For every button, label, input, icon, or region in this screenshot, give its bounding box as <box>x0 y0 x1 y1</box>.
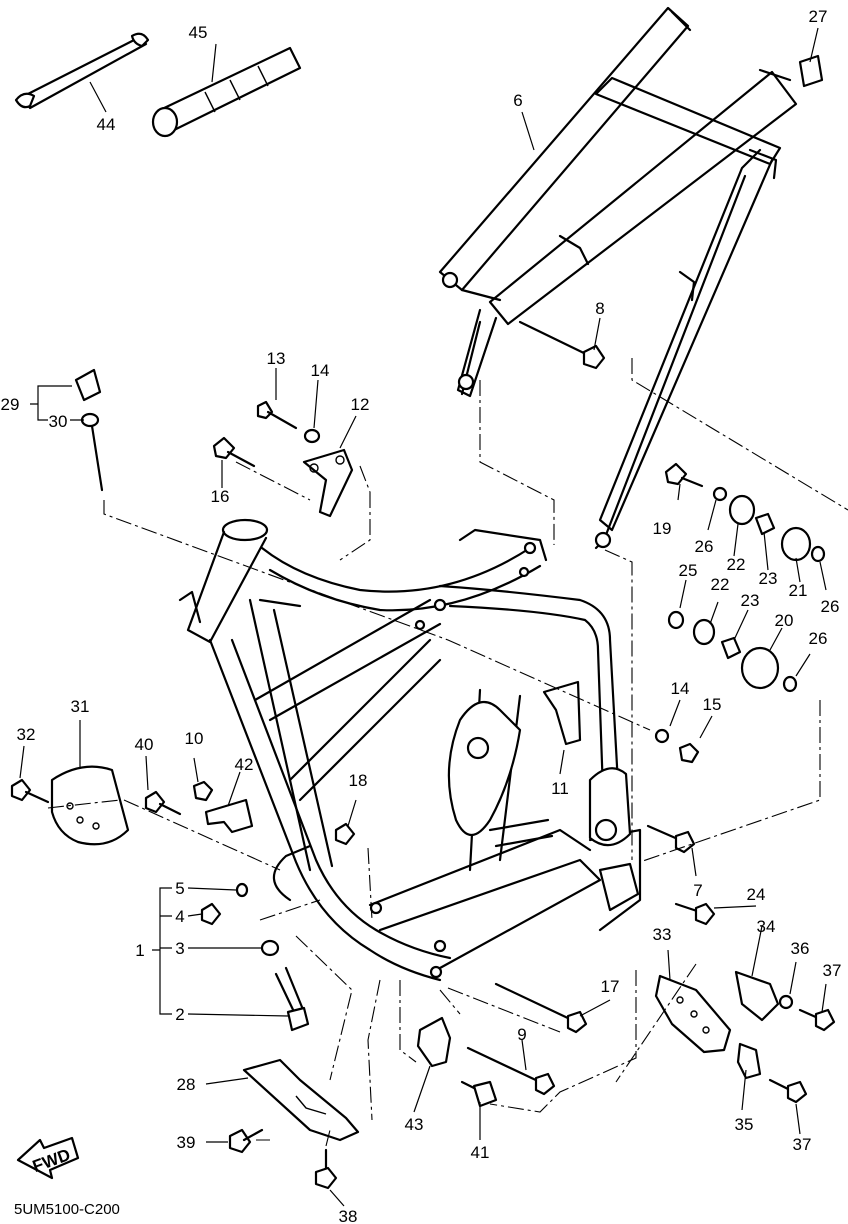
callout-11: 11 <box>551 779 569 798</box>
callout-36: 36 <box>791 939 810 958</box>
callout-43: 43 <box>405 1115 424 1134</box>
callout-27: 27 <box>809 7 828 26</box>
clip-part-27 <box>798 54 824 88</box>
bolt-part-17 <box>494 982 588 1034</box>
bolt-part-38 <box>314 1148 338 1190</box>
callout-1: 1 <box>135 941 144 960</box>
bracket-part-12 <box>302 448 354 518</box>
washer-part-14-upper <box>303 428 321 444</box>
bolt-part-40 <box>144 790 182 816</box>
leader-lines <box>19 27 827 1207</box>
callout-37-lower: 37 <box>793 1135 812 1154</box>
callout-29: 29 <box>1 395 20 414</box>
callout-34: 34 <box>757 917 776 936</box>
bolt-part-37-upper <box>798 1008 836 1032</box>
collar-part-41 <box>460 1080 498 1108</box>
spanner-wrench-part-44 <box>14 32 150 110</box>
bolt-part-13 <box>256 400 298 430</box>
callout-9: 9 <box>517 1025 526 1044</box>
callout-25: 25 <box>679 561 698 580</box>
callout-32: 32 <box>17 725 36 744</box>
rear-frame-part-6 <box>438 6 798 550</box>
callout-3: 3 <box>175 939 184 958</box>
bracket-part-42 <box>204 798 254 834</box>
callout-35: 35 <box>735 1115 754 1134</box>
callout-2: 2 <box>175 1005 184 1024</box>
sidestand-parts-1-5 <box>200 882 310 1032</box>
callout-26-b: 26 <box>821 597 840 616</box>
reference-lines <box>47 358 848 1147</box>
callout-8: 8 <box>595 299 604 318</box>
callout-labels: 44 45 6 27 8 13 14 12 16 29 30 19 26 22 … <box>1 7 842 1224</box>
chain-guide-part-34 <box>734 970 780 1022</box>
callout-13: 13 <box>267 349 286 368</box>
chain-guide-part-33 <box>654 974 732 1054</box>
bolt-part-9 <box>466 1046 556 1096</box>
callout-10: 10 <box>185 729 204 748</box>
callout-38: 38 <box>339 1207 358 1224</box>
callout-23-b: 23 <box>741 591 760 610</box>
washer-part-36 <box>778 994 794 1010</box>
fwd-arrow-icon: FWD <box>16 1136 80 1180</box>
callout-15: 15 <box>703 695 722 714</box>
callout-26-a: 26 <box>695 537 714 556</box>
callout-5: 5 <box>175 879 184 898</box>
callout-14-upper: 14 <box>311 361 330 380</box>
callout-40: 40 <box>135 735 154 754</box>
callout-21: 21 <box>789 581 808 600</box>
callout-44: 44 <box>97 115 116 134</box>
callout-33: 33 <box>653 925 672 944</box>
callout-7: 7 <box>693 881 702 900</box>
callout-6: 6 <box>513 91 522 110</box>
fuel-tank-cap-parts-29-30 <box>74 368 104 492</box>
callout-28: 28 <box>177 1075 196 1094</box>
callout-41: 41 <box>471 1143 490 1162</box>
bolt-part-37-lower <box>768 1078 808 1104</box>
engine-mount-parts-20-26 <box>654 486 826 764</box>
callout-22-b: 22 <box>711 575 730 594</box>
nut-part-10 <box>192 780 214 802</box>
bracket-part-11 <box>542 680 582 746</box>
callout-45: 45 <box>189 23 208 42</box>
socket-wrench-part-45 <box>151 46 302 138</box>
callout-16: 16 <box>211 487 230 506</box>
skid-plate-part-28 <box>242 1058 360 1142</box>
bolt-part-19 <box>664 462 704 488</box>
bracket-part-43 <box>416 1016 452 1068</box>
bolt-part-39 <box>228 1128 264 1154</box>
callout-24: 24 <box>747 885 766 904</box>
bolt-part-24 <box>674 902 716 926</box>
bolt-part-7 <box>646 824 696 854</box>
callout-39: 39 <box>177 1133 196 1152</box>
callout-17: 17 <box>601 977 620 996</box>
callout-30: 30 <box>49 412 68 431</box>
callout-26-c: 26 <box>809 629 828 648</box>
callout-14-lower: 14 <box>671 679 690 698</box>
callout-18: 18 <box>349 771 368 790</box>
callout-23-a: 23 <box>759 569 778 588</box>
chain-guide-part-35 <box>736 1042 762 1080</box>
callout-31: 31 <box>71 697 90 716</box>
callout-4: 4 <box>175 907 184 926</box>
callout-22-a: 22 <box>727 555 746 574</box>
nut-part-18 <box>334 822 356 846</box>
callout-37-upper: 37 <box>823 961 842 980</box>
callout-19: 19 <box>653 519 672 538</box>
diagram-code: 5UM5100-C200 <box>14 1201 120 1218</box>
callout-42: 42 <box>235 755 254 774</box>
bolt-part-8 <box>518 320 606 370</box>
callout-12: 12 <box>351 395 370 414</box>
main-frame <box>178 518 642 982</box>
bolt-part-16 <box>212 436 256 468</box>
bolt-part-32 <box>10 778 50 804</box>
callout-20: 20 <box>775 611 794 630</box>
guard-part-31 <box>50 765 130 846</box>
